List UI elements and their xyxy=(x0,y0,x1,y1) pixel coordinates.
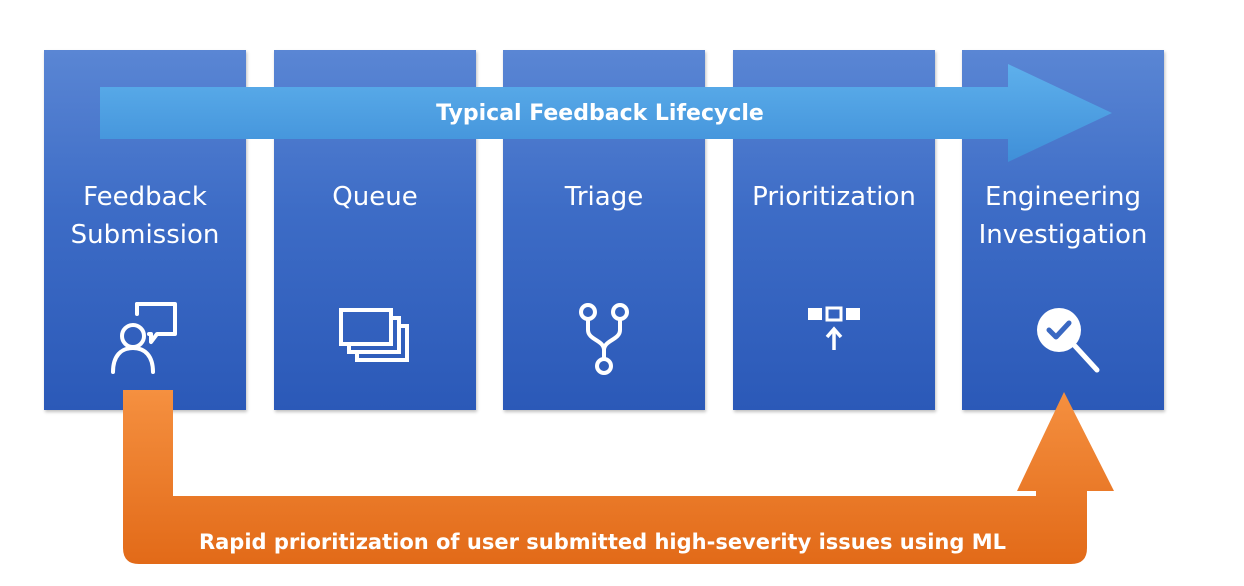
stacked-windows-icon xyxy=(335,298,415,378)
user-feedback-icon xyxy=(105,298,185,378)
stage-label: Feedback Submission xyxy=(70,182,220,250)
lifecycle-arrow-label: Typical Feedback Lifecycle xyxy=(436,101,764,126)
sort-up-icon xyxy=(794,298,874,378)
branch-icon xyxy=(564,298,644,378)
ml-fast-path-label: Rapid prioritization of user submitted h… xyxy=(198,530,1007,554)
stage-label: Queue xyxy=(332,182,418,212)
stage-label: Engineering Investigation xyxy=(978,182,1148,250)
stage-label: Prioritization xyxy=(752,182,916,212)
stage-label: Triage xyxy=(564,182,644,212)
magnifier-check-icon xyxy=(1023,298,1103,378)
